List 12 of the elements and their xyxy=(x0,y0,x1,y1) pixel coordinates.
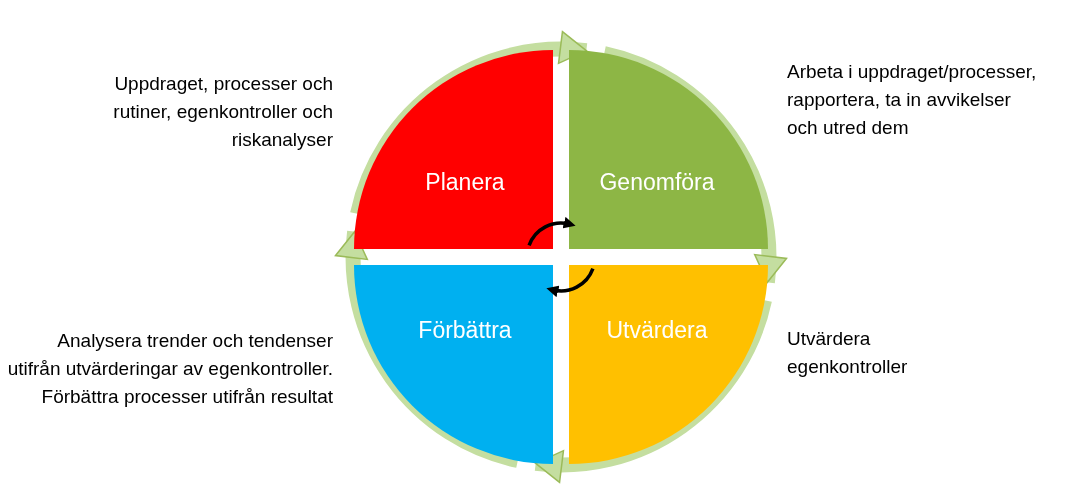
description-text: Uppdraget, processer och rutiner, egenkontroller och riskanalyser xyxy=(112,72,333,152)
description-text: Utvärdera egenkontroller xyxy=(787,327,909,379)
quadrant-label: Utvärdera xyxy=(606,317,708,344)
curved-arrow xyxy=(336,230,520,468)
curved-arrow xyxy=(534,298,772,482)
quadrant-label: Planera xyxy=(425,169,505,196)
description-text: Arbeta i uppdraget/processer, rapportera, ta in avvikelser och utred dem xyxy=(787,60,1038,140)
curved-arrow xyxy=(350,32,588,216)
description-text: Analysera trender och tendenser utifrån utvärderingar av egenkontroller. Förbättra processer utifrån resultat xyxy=(6,329,333,409)
quadrant-label: Genomföra xyxy=(599,169,715,196)
quadrant-label: Förbättra xyxy=(418,317,512,344)
curved-arrow xyxy=(602,46,786,284)
